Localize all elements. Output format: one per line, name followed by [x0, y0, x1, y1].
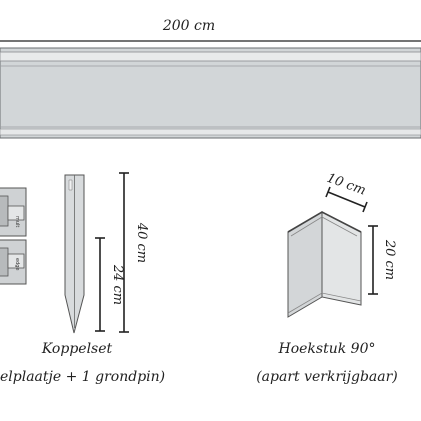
hoekstuk-title: Hoekstuk 90° — [278, 341, 376, 357]
connector-plate-bottom: edge — [0, 239, 27, 285]
corner-height-dimension — [368, 225, 378, 295]
corner-piece — [287, 211, 362, 318]
edging-strip — [0, 47, 421, 139]
pin-insert-dimension — [95, 237, 105, 332]
pin-length-label: 40 cm — [134, 222, 149, 263]
pin-length-dimension — [119, 172, 129, 333]
ground-pin — [64, 174, 85, 334]
corner-height-label: 20 cm — [382, 239, 397, 280]
length-label: 200 cm — [162, 18, 215, 34]
plate-marking-2: edge — [14, 258, 20, 271]
hoekstuk-subtitle: (apart verkrijgbaar) — [256, 369, 398, 385]
connector-plate-top: mult — [0, 187, 27, 237]
plate-marking-1: mult — [14, 216, 20, 227]
corner-width-dimension — [325, 186, 368, 213]
corner-width-label: 10 cm — [325, 171, 368, 199]
koppelset-title: Koppelset — [41, 341, 113, 357]
pin-insert-label: 24 cm — [110, 264, 125, 305]
koppelset-subtitle: elplaatje + 1 grondpin) — [0, 369, 165, 385]
